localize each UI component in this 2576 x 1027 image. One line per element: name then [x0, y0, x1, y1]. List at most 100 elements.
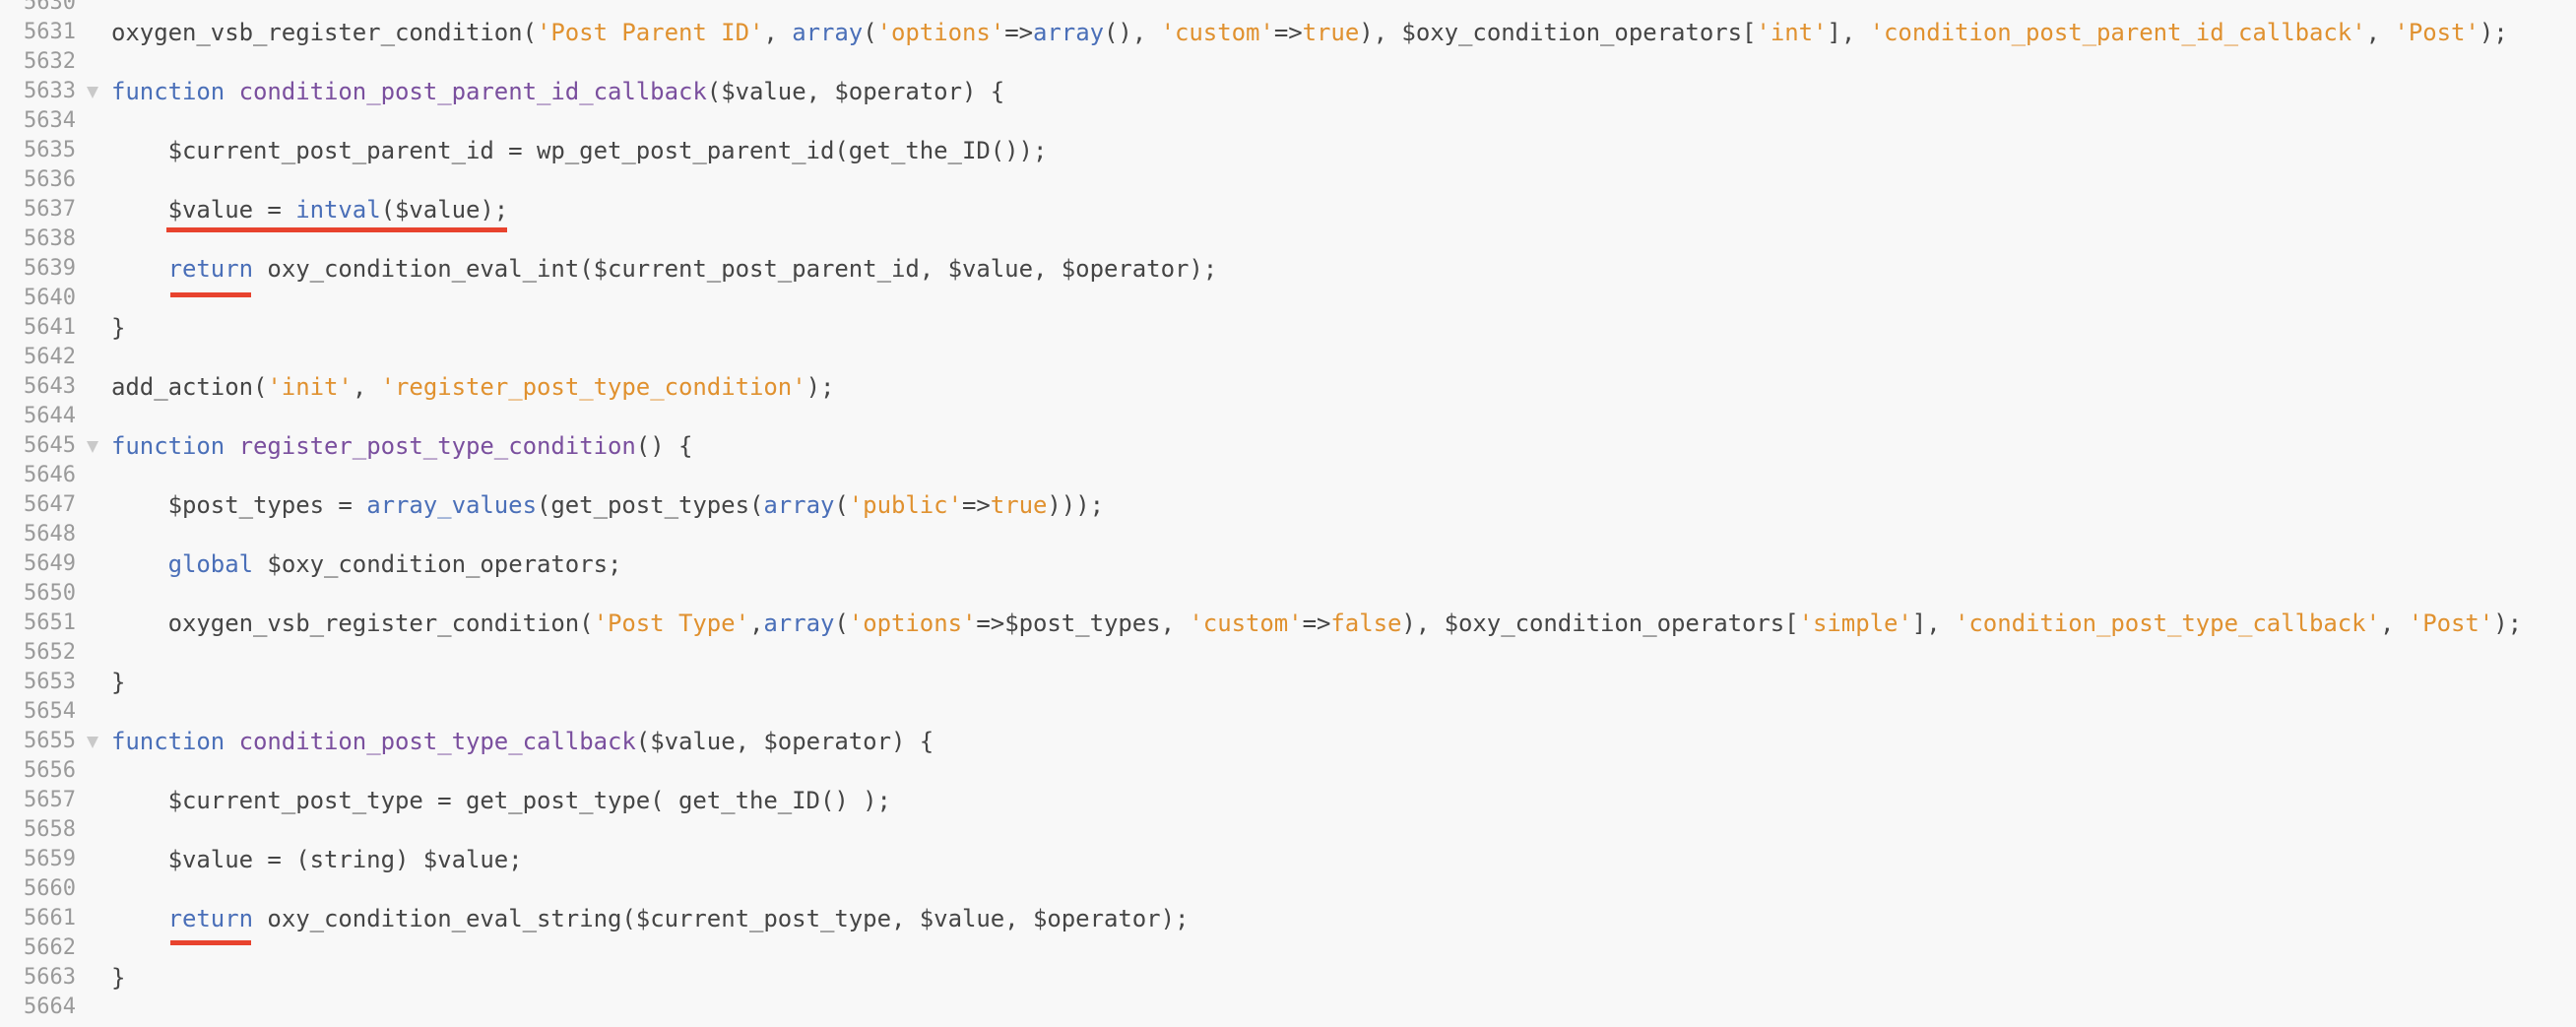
code-line[interactable]: 5637 $value = intval($value); [0, 195, 2576, 225]
fold-triangle-icon[interactable] [87, 87, 98, 98]
token-plain: $oxy_condition_operators; [253, 550, 622, 578]
fold-triangle-icon[interactable] [87, 737, 98, 748]
token-plain: ); [2479, 19, 2508, 46]
code-line[interactable]: 5640 [0, 284, 2576, 313]
token-str: 'custom' [1160, 19, 1274, 46]
code-line[interactable]: 5641} [0, 313, 2576, 343]
token-bool: true [990, 491, 1048, 519]
token-kw: array [792, 19, 864, 46]
line-number: 5652 [24, 640, 76, 665]
token-str: 'register_post_type_condition' [380, 373, 806, 401]
code-line[interactable]: 5652 [0, 638, 2576, 668]
token-plain: $current_post_type = get_post_type( get_… [111, 787, 891, 814]
code-line[interactable]: 5643 add_action('init', 'register_post_ty… [0, 372, 2576, 402]
line-number: 5650 [24, 581, 76, 606]
token-plain: (get_post_types( [536, 491, 764, 519]
token-str: 'options' [848, 610, 977, 637]
token-kw: array_values [366, 491, 537, 519]
code-line[interactable]: 5634 [0, 106, 2576, 136]
token-plain: add_action( [111, 373, 268, 401]
code-line[interactable]: 5659 $value = (string) $value; [0, 845, 2576, 874]
code-line[interactable]: 5653} [0, 668, 2576, 697]
code-line[interactable]: 5647 $post_types = array_values(get_post… [0, 490, 2576, 520]
code-text[interactable]: $value = intval($value); [111, 195, 509, 225]
line-number: 5659 [24, 847, 76, 871]
code-line[interactable]: 5630 [0, 0, 2576, 18]
line-number: 5662 [24, 935, 76, 960]
code-text[interactable]: $current_post_parent_id = wp_get_post_pa… [111, 136, 1048, 165]
code-line[interactable]: 5657 $current_post_type = get_post_type(… [0, 786, 2576, 815]
token-plain: ($value, $operator) { [706, 78, 1005, 105]
line-number: 5661 [24, 906, 76, 931]
code-line[interactable]: 5636 [0, 165, 2576, 195]
code-text[interactable]: return oxy_condition_eval_string($curren… [111, 904, 1190, 933]
line-number: 5653 [24, 670, 76, 694]
code-text[interactable]: add_action('init', 'register_post_type_c… [111, 372, 834, 402]
token-str: 'Post Type' [593, 610, 749, 637]
code-text[interactable]: oxygen_vsb_register_condition('Post Pare… [111, 18, 2508, 47]
token-fn: condition_post_parent_id_callback [238, 78, 707, 105]
code-line[interactable]: 5663} [0, 963, 2576, 993]
code-text[interactable]: } [111, 963, 125, 993]
token-plain: ($value); [380, 196, 509, 224]
code-line[interactable]: 5658 [0, 815, 2576, 845]
line-number: 5633 [24, 79, 76, 103]
code-text[interactable]: oxygen_vsb_register_condition('Post Type… [111, 609, 2522, 638]
token-plain: $post_types = [111, 491, 367, 519]
token-plain [111, 550, 168, 578]
token-plain: $value = (string) $value; [111, 846, 523, 873]
code-line[interactable]: 5656 [0, 756, 2576, 786]
code-line[interactable]: 5664 [0, 993, 2576, 1022]
code-line[interactable]: 5638 [0, 225, 2576, 254]
line-number: 5630 [24, 0, 76, 15]
return-underline-post-type [170, 940, 251, 945]
code-text[interactable]: function condition_post_parent_id_callba… [111, 77, 1004, 106]
token-plain: ); [2493, 610, 2523, 637]
code-line[interactable]: 5660 [0, 874, 2576, 904]
code-text[interactable]: global $oxy_condition_operators; [111, 549, 622, 579]
token-plain: =>$post_types, [976, 610, 1190, 637]
code-line[interactable]: 5639 return oxy_condition_eval_int($curr… [0, 254, 2576, 284]
code-text[interactable]: $post_types = array_values(get_post_type… [111, 490, 1104, 520]
token-str: 'Post Parent ID' [536, 19, 764, 46]
code-line[interactable]: 5649 global $oxy_condition_operators; [0, 549, 2576, 579]
code-line[interactable]: 5651 oxygen_vsb_register_condition('Post… [0, 609, 2576, 638]
code-text[interactable]: $value = (string) $value; [111, 845, 523, 874]
code-text[interactable]: function register_post_type_condition() … [111, 431, 692, 461]
code-line[interactable]: 5661 return oxy_condition_eval_string($c… [0, 904, 2576, 933]
code-line[interactable]: 5650 [0, 579, 2576, 609]
token-plain [111, 255, 168, 283]
token-kw: function [111, 728, 225, 755]
code-line[interactable]: 5633 function condition_post_parent_id_ca… [0, 77, 2576, 106]
code-text[interactable]: $current_post_type = get_post_type( get_… [111, 786, 891, 815]
code-line[interactable]: 5654 [0, 697, 2576, 727]
line-number: 5664 [24, 995, 76, 1019]
code-line[interactable]: 5646 [0, 461, 2576, 490]
line-number: 5658 [24, 817, 76, 842]
line-number: 5649 [24, 551, 76, 576]
line-number: 5647 [24, 492, 76, 517]
intval-assignment-underline [166, 227, 507, 232]
token-plain: $value = [111, 196, 296, 224]
code-text[interactable]: } [111, 668, 125, 697]
token-plain: , [2379, 610, 2409, 637]
code-text[interactable]: } [111, 313, 125, 343]
token-plain: , [2365, 19, 2395, 46]
fold-triangle-icon[interactable] [87, 441, 98, 453]
code-line[interactable]: 5644 [0, 402, 2576, 431]
code-line[interactable]: 5635 $current_post_parent_id = wp_get_po… [0, 136, 2576, 165]
code-line[interactable]: 5632 [0, 47, 2576, 77]
token-plain: ), $oxy_condition_operators[ [1401, 610, 1799, 637]
line-number: 5641 [24, 315, 76, 340]
line-number: 5643 [24, 374, 76, 399]
code-line[interactable]: 5662 [0, 933, 2576, 963]
line-number: 5636 [24, 167, 76, 192]
code-line[interactable]: 5648 [0, 520, 2576, 549]
code-line[interactable]: 5642 [0, 343, 2576, 372]
code-text[interactable]: return oxy_condition_eval_int($current_p… [111, 254, 1218, 284]
code-text[interactable]: function condition_post_type_callback($v… [111, 727, 934, 756]
